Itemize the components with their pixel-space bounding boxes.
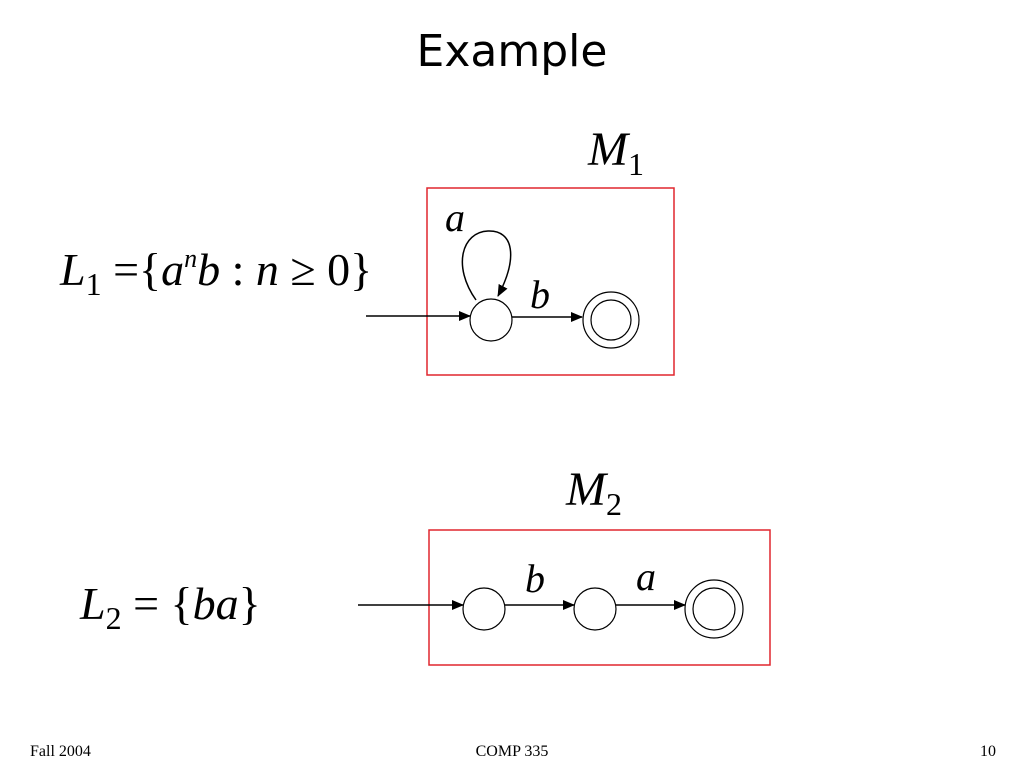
m2-state-accept-outer: [684, 579, 744, 639]
machine-m2-label: M2: [566, 460, 622, 524]
footer-center: COMP 335: [475, 743, 549, 760]
l1-base: a: [161, 244, 185, 295]
m1-state-accept-outer: [582, 291, 640, 349]
l2-word: ba: [192, 578, 239, 629]
m1-index: 1: [627, 146, 644, 182]
l2-open-brace: {: [170, 578, 193, 629]
m1-state-accept-inner: [590, 299, 632, 341]
m2-index: 2: [605, 486, 622, 522]
l2-letter: L: [80, 578, 106, 629]
l1-exponent: n: [184, 244, 198, 273]
l1-separator: :: [231, 244, 245, 295]
language-l1-formula: L1 ={anb : n ≥ 0}: [60, 240, 372, 307]
l1-variable: n: [255, 244, 279, 295]
machine-m1-diagram: a b: [366, 187, 675, 376]
m2-state-middle: [573, 587, 617, 631]
l1-suffix: b: [197, 244, 221, 295]
m1-self-loop: [461, 230, 512, 301]
m2-label-transition-1: b: [525, 556, 545, 601]
footer-left: Fall 2004: [30, 743, 91, 760]
m1-state-initial: [469, 298, 513, 342]
l2-equals: =: [133, 578, 160, 629]
l2-close-brace: }: [238, 578, 261, 629]
m1-label-transition: b: [530, 272, 550, 317]
l1-bound: 0: [327, 244, 351, 295]
m2-label-transition-2: a: [636, 554, 656, 599]
machine-m2-diagram: b a: [358, 529, 771, 666]
l1-letter: L: [60, 244, 86, 295]
l1-open-brace: {: [139, 244, 162, 295]
slide-title: Example: [416, 26, 608, 77]
m2-box: [428, 529, 771, 666]
m2-state-accept-inner: [692, 587, 736, 631]
m2-letter: M: [566, 463, 606, 516]
m1-box: [426, 187, 675, 376]
m1-label-loop: a: [445, 195, 465, 240]
l1-equals: =: [113, 244, 140, 295]
footer-page-number: 10: [980, 743, 996, 760]
m1-letter: M: [588, 123, 628, 176]
machine-m1-label: M1: [588, 120, 644, 184]
l1-index: 1: [85, 266, 102, 302]
m2-state-initial: [462, 587, 506, 631]
l1-relation: ≥: [290, 244, 316, 295]
l1-close-brace: }: [350, 244, 373, 295]
l2-index: 2: [105, 600, 122, 636]
language-l2-formula: L2 = {ba}: [80, 574, 261, 638]
